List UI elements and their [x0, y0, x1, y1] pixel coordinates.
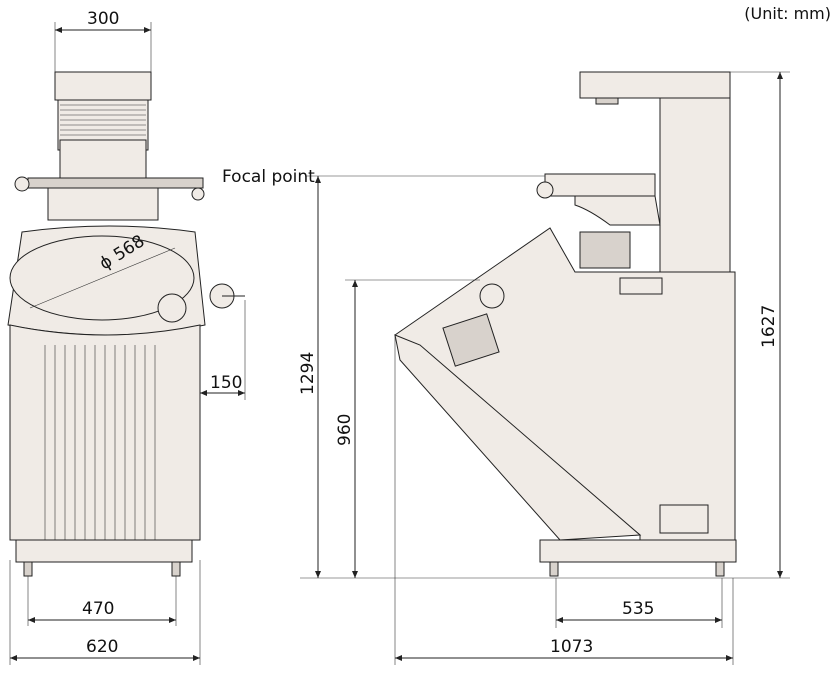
front-stage-bar — [27, 177, 204, 189]
side-column — [659, 71, 731, 273]
unit-label: (Unit: mm) — [744, 4, 831, 23]
front-left-knob — [14, 176, 30, 192]
front-foot-right — [171, 561, 181, 577]
dim-base-depth: 535 — [622, 599, 654, 619]
front-head — [59, 139, 147, 179]
front-screen-knob — [157, 293, 187, 323]
dim-foot-span: 470 — [82, 599, 114, 619]
front-stage-base — [47, 187, 159, 221]
side-foot-left — [549, 561, 559, 577]
dimension-lines — [9, 22, 790, 665]
dim-table-height: 960 — [335, 414, 355, 446]
side-indicator-panel — [619, 277, 663, 295]
side-main-body — [394, 227, 736, 541]
front-lamp-vents — [60, 104, 146, 136]
dim-side-offset: 150 — [210, 373, 242, 393]
side-wheel — [479, 283, 505, 309]
dim-focal-height: 1294 — [298, 352, 318, 395]
side-power-panel — [659, 504, 709, 534]
side-stage-support — [574, 195, 661, 226]
front-base — [15, 539, 193, 563]
side-front-panel — [394, 334, 642, 541]
side-stage-knob — [536, 181, 554, 199]
dim-total-height: 1627 — [759, 305, 779, 348]
front-view — [7, 71, 245, 577]
side-lens-turret — [579, 231, 631, 269]
side-top-arm — [579, 71, 731, 99]
front-right-knob — [191, 187, 205, 201]
side-foot-right — [715, 561, 725, 577]
dim-total-depth: 1073 — [550, 637, 593, 657]
dim-top-width: 300 — [87, 9, 119, 29]
side-base — [539, 539, 737, 563]
dim-total-width: 620 — [86, 637, 118, 657]
side-view — [394, 71, 737, 577]
side-lens — [595, 97, 619, 105]
side-control-panel — [442, 313, 500, 367]
front-lamp-top — [54, 71, 152, 101]
front-cabinet-slats — [44, 345, 156, 540]
side-stage — [544, 173, 656, 197]
front-foot-left — [23, 561, 33, 577]
focal-point-label: Focal point — [222, 167, 315, 187]
